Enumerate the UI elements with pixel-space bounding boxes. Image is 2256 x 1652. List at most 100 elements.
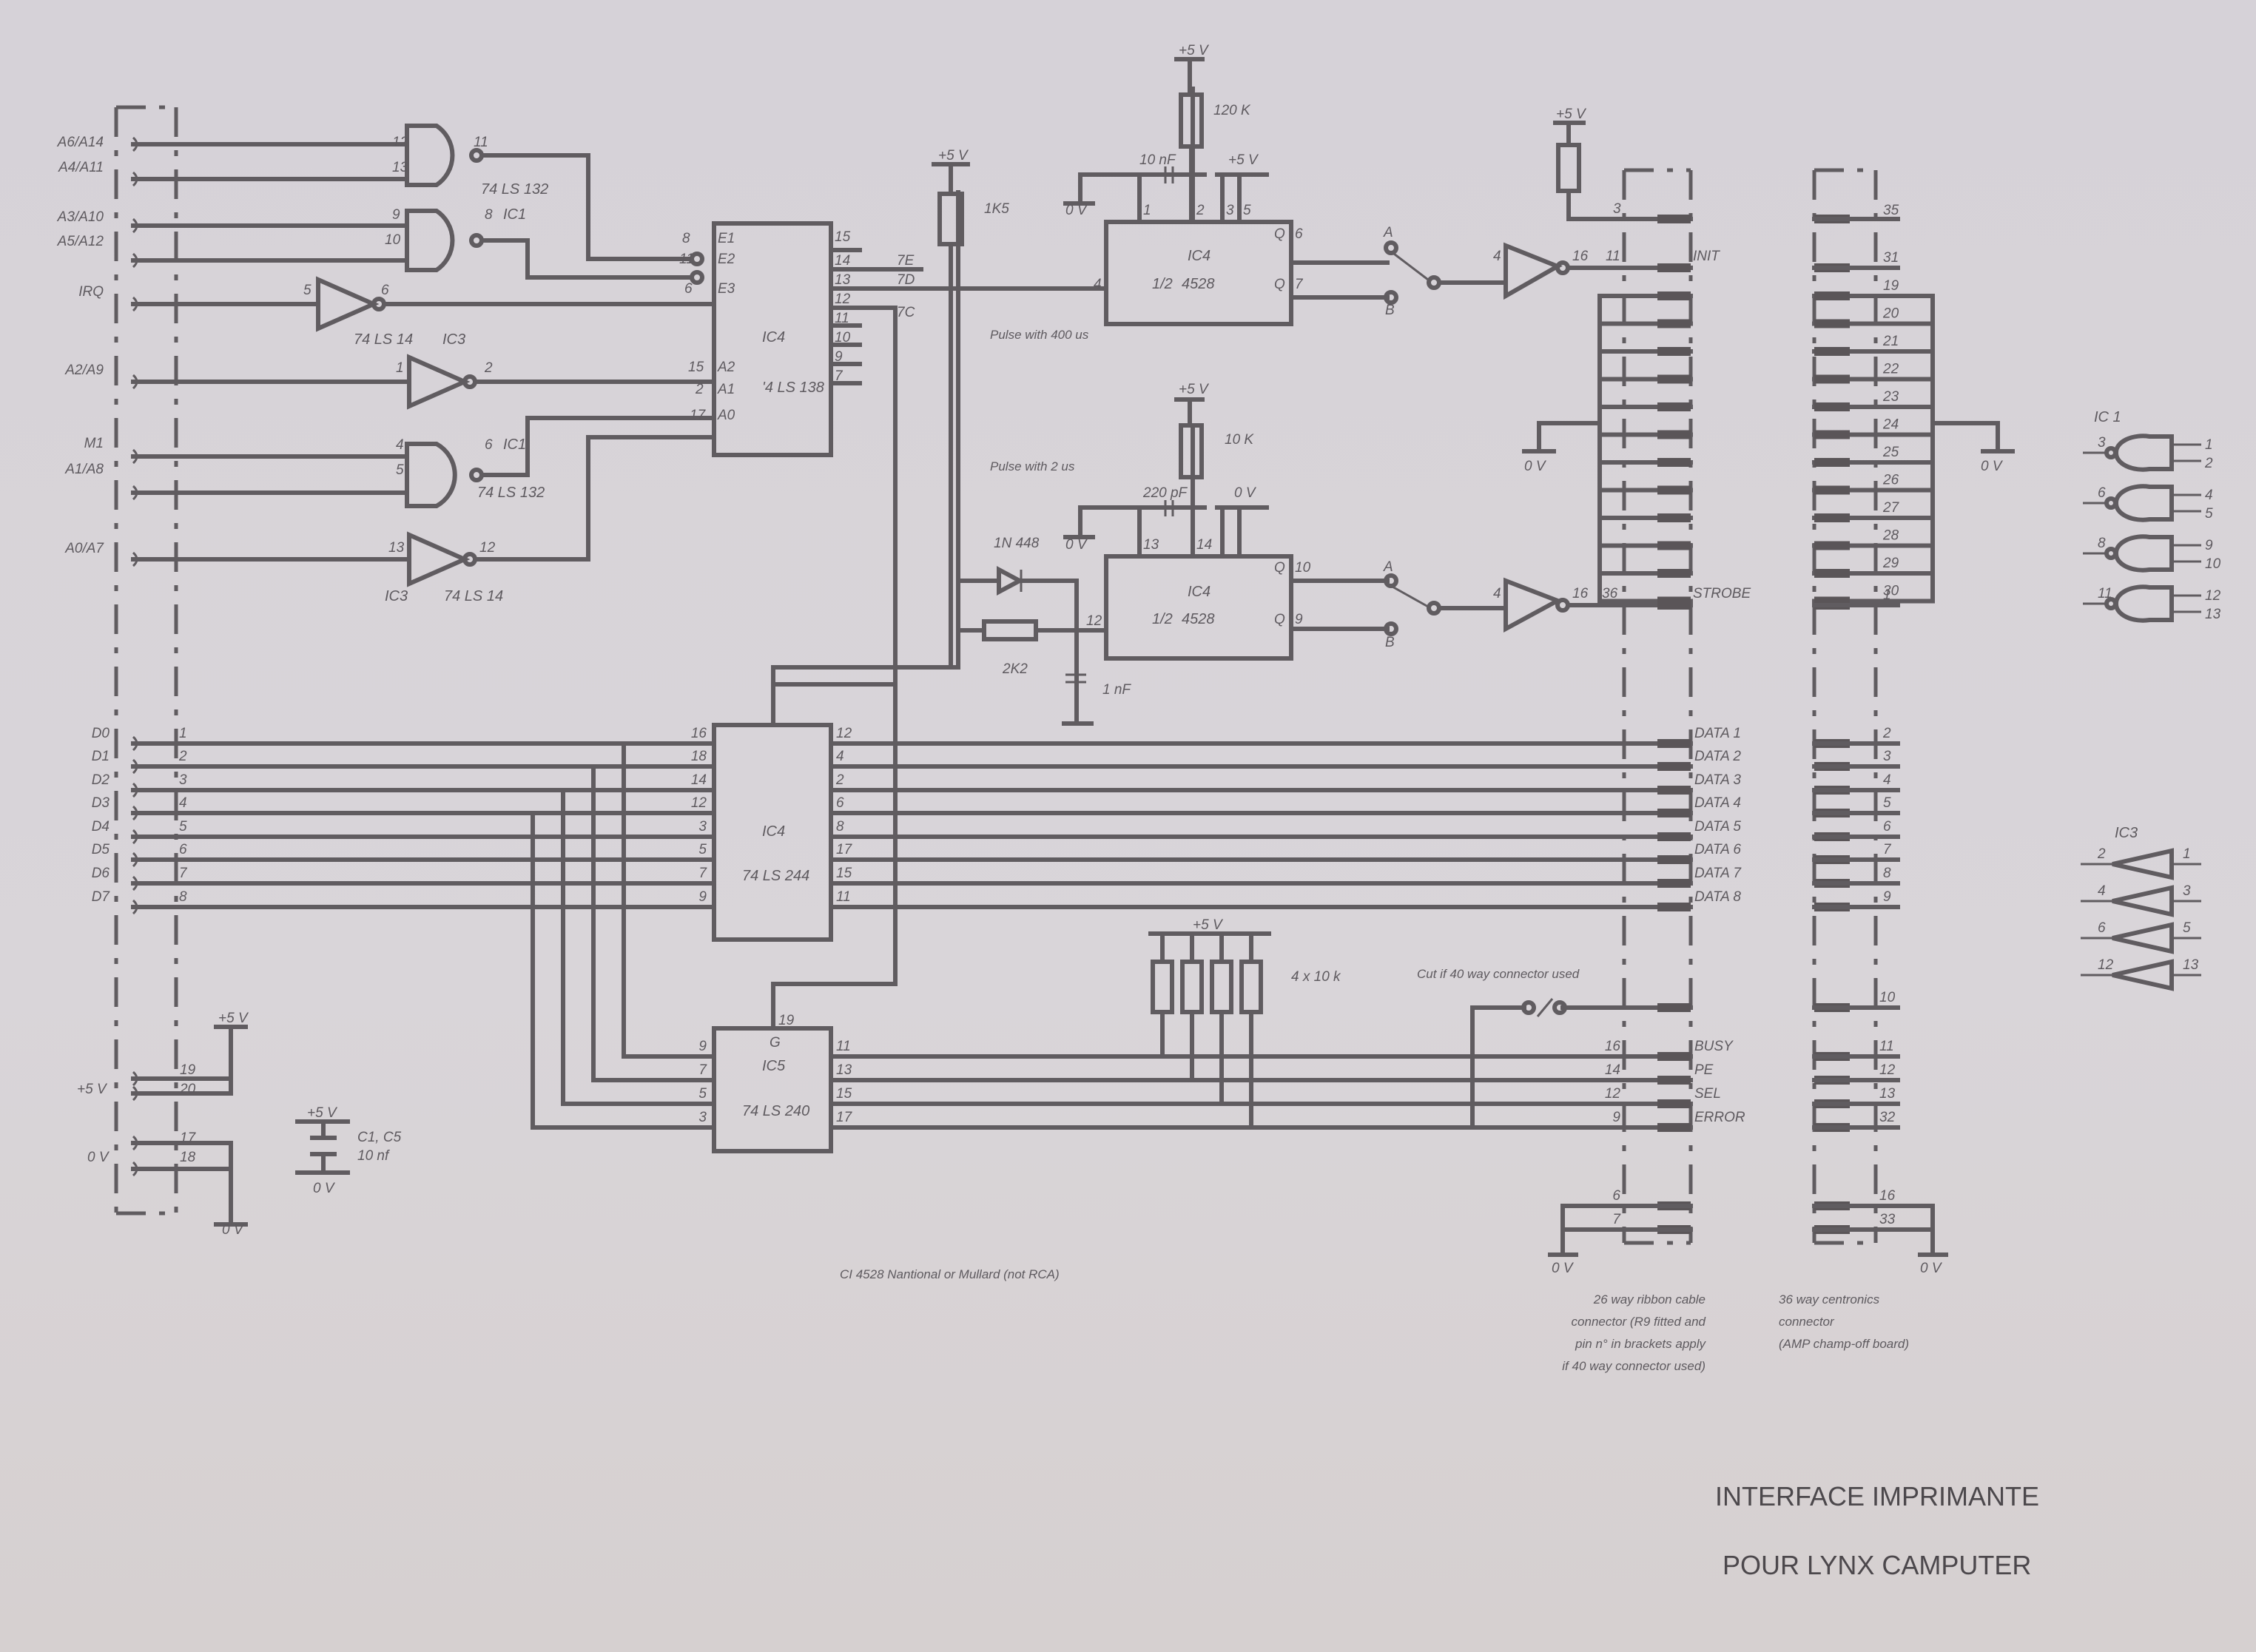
- labels: A6/A14 A4/A11 A3/A10 A5/A12 IRQ A2/A9 M1…: [57, 43, 2039, 1580]
- pin-label: 12: [691, 795, 707, 811]
- page-title: INTERFACE IMPRIMANTE: [1715, 1481, 2039, 1511]
- buffer-icon: [2112, 959, 2174, 991]
- pin-label: 2: [484, 360, 493, 376]
- pin-label: 11: [474, 135, 488, 150]
- pin-label: 11: [1606, 249, 1620, 264]
- pin-label: 1: [1143, 203, 1151, 218]
- data-signal-label: D1: [92, 749, 110, 764]
- pin-label: 20: [179, 1082, 196, 1097]
- pin-label: 3: [179, 772, 187, 788]
- pin-label: 4: [179, 795, 187, 811]
- pin-label: 11: [835, 311, 849, 326]
- nand-gate-2: [405, 209, 694, 280]
- note-label: Pulse with 2 us: [990, 459, 1075, 473]
- sig-label: A0/A7: [64, 541, 104, 556]
- pin-label: 29: [1882, 556, 1899, 571]
- pin-label: 5: [698, 842, 707, 857]
- pin-label: 19: [180, 1062, 196, 1078]
- pin-label: 28: [1882, 528, 1899, 544]
- note-label: (AMP champ-off board): [1779, 1337, 1909, 1351]
- pin-label: 13: [1879, 1086, 1896, 1102]
- pin-label: 5: [396, 462, 404, 478]
- pin-label: 8: [1883, 866, 1891, 881]
- pin-label: 16: [1572, 586, 1589, 601]
- pin-label: 7: [1883, 842, 1892, 857]
- pin-label: 2: [1882, 726, 1891, 741]
- data-signal-label: D4: [92, 819, 110, 835]
- ic-type-label: 74 LS 14: [354, 331, 413, 348]
- q-label: Q: [1274, 612, 1285, 627]
- pin-label: 1: [179, 726, 187, 741]
- pin-label: 12: [1086, 613, 1102, 629]
- pin-label: 33: [1879, 1212, 1896, 1227]
- pin-label: 17: [180, 1130, 197, 1146]
- q-label: Q: [1274, 277, 1285, 292]
- ic-half-label: 1/2: [1152, 276, 1173, 292]
- note-label: Pulse with 400 us: [990, 328, 1089, 342]
- pin-label: 22: [1882, 362, 1899, 377]
- pin-label: 10: [2205, 556, 2221, 572]
- pin-label: 7: [1295, 277, 1304, 292]
- data-tap-line: [561, 788, 716, 1106]
- pin-label: 11: [2098, 586, 2112, 601]
- switch-label: A: [1383, 225, 1393, 240]
- pin-label: 7: [698, 1062, 707, 1078]
- pin-label: 6: [1612, 1188, 1620, 1204]
- pin-label: 13: [2183, 957, 2199, 973]
- pin-label: 18: [691, 749, 707, 764]
- connector-pin-icon: [132, 758, 138, 775]
- pin-label: 17: [836, 842, 853, 857]
- page-subtitle: POUR LYNX CAMPUTER: [1723, 1550, 2031, 1580]
- vcc-label: +5 V: [1179, 382, 1210, 397]
- printer-signal-label: DATA 3: [1694, 772, 1741, 788]
- pin-label: 13: [835, 272, 851, 288]
- note-label: 36 way centronics: [1779, 1292, 1880, 1307]
- pin-label: 1: [2205, 437, 2213, 453]
- ground-bus: [1522, 294, 2015, 1257]
- monostable-1: [1063, 57, 1693, 326]
- sig-label: A5/A12: [57, 234, 104, 249]
- sig-label: M1: [84, 436, 104, 451]
- data-signal-label: D0: [92, 726, 110, 741]
- init-pullup: [1553, 121, 1693, 221]
- net-label: 7E: [897, 253, 915, 269]
- data-signal-label: D5: [92, 842, 110, 857]
- pin-label: 9: [1612, 1110, 1620, 1125]
- pin-label: 13: [1143, 537, 1159, 553]
- value-label: 10 nF: [1139, 152, 1176, 168]
- pin-label: 10: [835, 330, 851, 345]
- pin-label: 3: [698, 1110, 707, 1125]
- sig-label: A6/A14: [57, 135, 104, 150]
- value-label: 1N 448: [994, 536, 1040, 551]
- pin-label: 20: [1882, 306, 1899, 322]
- ribbon-connector: [1622, 168, 1693, 1245]
- ic-type-label: 4528: [1182, 611, 1215, 627]
- printer-signal-label: DATA 4: [1694, 795, 1741, 811]
- ic-label: IC1: [503, 436, 526, 453]
- data-tap-line: [622, 741, 716, 1059]
- decoupling-capacitor: [295, 1119, 350, 1175]
- inversion-bubble-icon: [2104, 446, 2118, 459]
- gnd-label: 0 V: [222, 1222, 245, 1238]
- ic-label: IC3: [442, 331, 465, 348]
- pin-label: 13: [388, 540, 405, 556]
- nand-gate-icon: [2114, 534, 2174, 573]
- signal-label: INIT: [1693, 249, 1720, 264]
- pin-name: E2: [718, 252, 735, 267]
- pin-label: 10: [1295, 560, 1311, 576]
- pin-label: 16: [691, 726, 707, 741]
- pin-label: 14: [1605, 1062, 1620, 1078]
- nand-gate-icon: [2114, 484, 2174, 522]
- note-label: connector (R9 fitted and: [1572, 1315, 1706, 1329]
- note-label: Cut if 40 way connector used: [1417, 967, 1580, 981]
- gate-lead: [2083, 443, 2201, 462]
- pin-label: 2: [695, 382, 704, 397]
- pin-label: 26: [1882, 473, 1899, 488]
- pin-name: G: [770, 1035, 781, 1051]
- sig-label: A4/A11: [58, 160, 104, 175]
- pin-label: 9: [392, 207, 400, 223]
- pin-label: 7: [179, 866, 188, 881]
- ic-label: IC5: [762, 1058, 786, 1074]
- sig-label: A3/A10: [57, 209, 104, 225]
